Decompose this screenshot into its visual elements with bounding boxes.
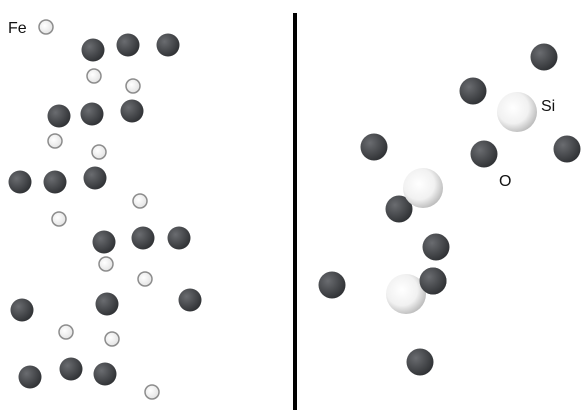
fe-atom-dark: [121, 100, 144, 123]
fe-atom-dark: [157, 34, 180, 57]
si-atom: [403, 168, 443, 208]
o-atom: [407, 349, 434, 376]
fe-label: Fe: [8, 20, 27, 37]
fe-atom-light: [59, 325, 73, 339]
fe-atom-light: [99, 257, 113, 271]
fe-atom-dark: [60, 358, 83, 381]
fe-atom-dark: [96, 293, 119, 316]
o-atom: [554, 136, 581, 163]
fe-atom-dark: [82, 39, 105, 62]
o-atom: [531, 44, 558, 71]
o-atom: [423, 234, 450, 261]
si-label: Si: [541, 98, 555, 115]
si-atom: [497, 92, 537, 132]
fe-atom-dark: [179, 289, 202, 312]
fe-atom-light: [133, 194, 147, 208]
o-atom-front: [420, 268, 447, 295]
fe-atom-light: [87, 69, 101, 83]
fe-atom-dark: [11, 299, 34, 322]
o-atom: [471, 141, 498, 168]
right-panel-sio-structure: [319, 44, 581, 376]
o-atom: [460, 78, 487, 105]
fe-atom-light: [145, 385, 159, 399]
fe-atom-dark: [168, 227, 191, 250]
fe-atom-dark: [93, 231, 116, 254]
fe-atom-light: [126, 79, 140, 93]
fe-atom-light: [52, 212, 66, 226]
fe-atom-dark: [94, 363, 117, 386]
fe-atom-light: [105, 332, 119, 346]
fe-atom-light: [138, 272, 152, 286]
left-panel-fe-structure: [9, 20, 202, 399]
fe-atom-dark: [84, 167, 107, 190]
fe-atom-dark: [44, 171, 67, 194]
fe-atom-dark: [9, 171, 32, 194]
o-atom: [361, 134, 388, 161]
fe-atom-dark: [132, 227, 155, 250]
fe-atom-dark: [48, 105, 71, 128]
fe-atom-light: [92, 145, 106, 159]
fe-atom-dark: [81, 103, 104, 126]
fe-atom-dark: [19, 366, 42, 389]
fe-atom-light: [39, 20, 53, 34]
o-label: O: [499, 173, 511, 190]
fe-atom-light: [48, 134, 62, 148]
fe-atom-dark: [117, 34, 140, 57]
o-atom: [319, 272, 346, 299]
